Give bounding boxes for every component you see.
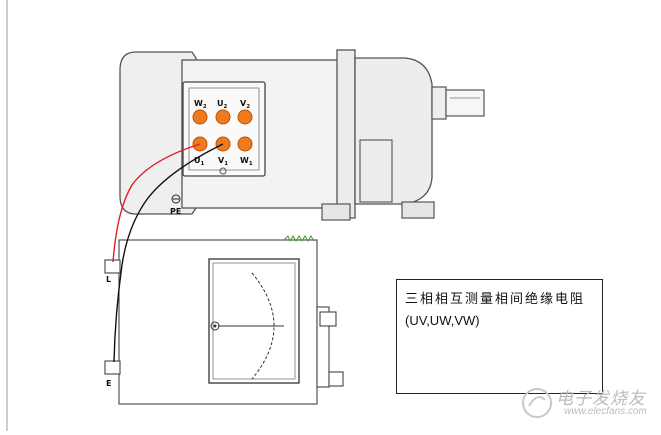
crank-arm[interactable] [316,306,330,388]
megger: L E [104,235,344,405]
terminal-u2[interactable] [215,109,231,125]
green-mark [283,235,315,243]
label-w1: W1 [240,156,253,167]
terminal-v2[interactable] [237,109,253,125]
megger-pivot [210,321,220,331]
motor-rear-cap [119,51,197,215]
megger-label-e: E [106,379,111,388]
motor-flange [336,49,356,219]
terminal-box-inner [188,87,260,171]
watermark: 电子发烧友 www.elecfans.com [520,384,655,424]
watermark-site: www.elecfans.com [564,406,647,417]
megger-terminal-e[interactable] [104,360,121,375]
megger-dial-inner [212,262,296,380]
gearbox-rib [359,139,393,203]
motor: PE [119,49,485,221]
info-subtitle: (UV,UW,VW) [405,313,480,328]
terminal-box-screw [219,167,227,175]
megger-pivot-dot [213,324,217,328]
terminal-w2[interactable] [192,109,208,125]
shaft-collar [431,86,447,120]
info-title: 三相相互测量相间绝缘电阻 [405,292,586,307]
gearbox [354,57,433,205]
black-lead [113,143,224,363]
ground-label: PE [170,207,181,216]
info-box: 三相相互测量相间绝缘电阻 (UV,UW,VW) [396,279,603,394]
terminal-w1[interactable] [237,136,253,152]
megger-label-l: L [106,275,111,284]
crank-knob[interactable] [328,371,344,387]
output-shaft [445,89,485,117]
red-lead [112,143,201,263]
label-u1: U1 [194,156,205,167]
crank-hub [319,311,337,327]
megger-scale-arc [251,272,275,380]
watermark-logo-icon [522,388,552,418]
label-u2: U2 [217,99,228,110]
label-v2: V2 [240,99,250,110]
foot-right [401,201,435,219]
label-w2: W2 [194,99,207,110]
label-v1: V1 [218,156,228,167]
ground-symbol [171,194,181,204]
watermark-main: 电子发烧友 [556,389,646,409]
terminal-box [182,81,266,177]
foot-left [321,203,351,221]
